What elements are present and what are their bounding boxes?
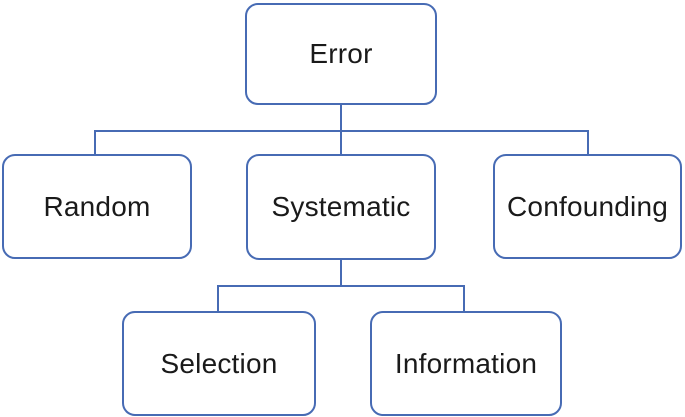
node-random: Random bbox=[2, 154, 192, 259]
edge-bus-to-random bbox=[94, 130, 96, 155]
node-error: Error bbox=[245, 3, 437, 105]
edge-systematic-to-bus bbox=[340, 259, 342, 287]
node-random-label: Random bbox=[43, 190, 151, 222]
node-selection: Selection bbox=[122, 311, 316, 416]
node-confounding-label: Confounding bbox=[507, 190, 668, 222]
edge-error-children-bus bbox=[94, 130, 589, 132]
node-information-label: Information bbox=[394, 347, 538, 379]
edge-bus-to-selection bbox=[217, 285, 219, 312]
node-error-label: Error bbox=[309, 38, 373, 69]
node-confounding: Confounding bbox=[493, 154, 682, 259]
edge-systematic-children-bus bbox=[217, 285, 465, 287]
node-selection-label: Selection bbox=[160, 347, 278, 379]
edge-bus-to-information bbox=[463, 285, 465, 312]
edge-bus-to-confounding bbox=[587, 130, 589, 155]
node-systematic: Systematic bbox=[246, 154, 436, 260]
node-systematic-label: Systematic bbox=[271, 191, 411, 222]
node-information: Information bbox=[370, 311, 562, 416]
